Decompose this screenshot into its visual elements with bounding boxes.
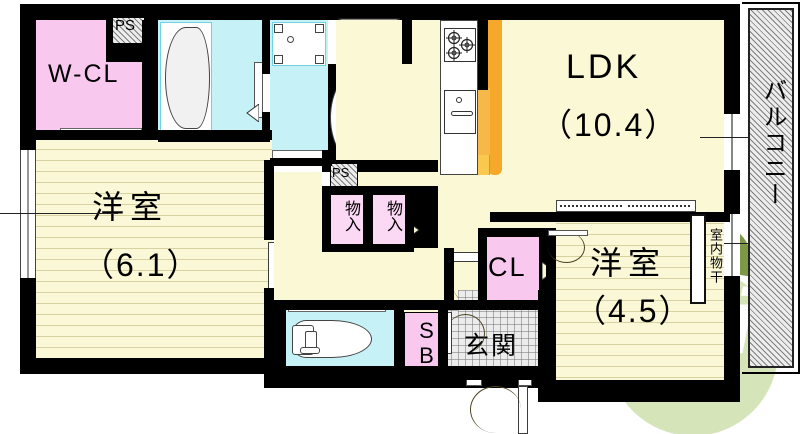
wall-exterior-bottom-right-r: [538, 380, 738, 394]
balcony: [748, 8, 794, 368]
wall-wcl-bottom: [36, 130, 64, 140]
wall-bedroom-top: [36, 130, 272, 140]
wall-toilet-left-r: [274, 306, 286, 372]
wall-toilet-right-r: [394, 310, 404, 372]
wall-bedroom-main-right-r: [264, 160, 274, 240]
bedroom2-sliding-door-track-b: [628, 205, 690, 207]
cl-door-arc: [548, 232, 585, 263]
bedroom2-balcony-door-mullion: [731, 212, 733, 278]
bedroom-main-size-label: （6.1）: [82, 247, 201, 283]
bedroom-main-window-leader: [0, 213, 118, 214]
kitchen-counter-orange-2: [478, 88, 490, 175]
wall-storage-block-r: [322, 186, 330, 248]
wall-hall-upper: [322, 150, 332, 164]
ldk-label: LDK: [566, 48, 642, 86]
balcony-leader-line-bottom: [700, 243, 748, 244]
bedroom-main-window-mullion: [27, 150, 29, 278]
walk-in-closet-label: W-CL: [48, 60, 120, 88]
wall-storage-block-bottom: [322, 244, 414, 252]
closet-cl-label: CL: [488, 252, 527, 282]
three-burner-stove-icon: [444, 28, 476, 62]
kitchen-wall: [478, 20, 488, 90]
front-door-arc: [470, 386, 521, 433]
indoor-laundry-label: 室内物干: [708, 228, 723, 284]
corridor-fill-1: [274, 250, 444, 300]
wall-exterior-bottom-left-r: [20, 358, 282, 374]
wall-cl-block-r: [478, 228, 486, 310]
wall-exterior-left-r2: [20, 278, 36, 374]
wall-entrance-left: [438, 300, 448, 374]
wall-bedroom2-left: [546, 228, 556, 388]
wall-cl-block-top: [478, 228, 548, 236]
cl-door-head: [548, 230, 588, 236]
wall-bedroom-main-right-b-r: [264, 288, 274, 374]
ldk-size-label: （10.4）: [540, 107, 679, 143]
bedroom2-sliding-door[interactable]: [556, 200, 696, 212]
wall-wcl-right-r: [142, 20, 158, 138]
bedroom2-sliding-door-track-a: [560, 205, 622, 207]
toilet-icon: [292, 320, 372, 358]
entrance-inner-door-arc: [446, 314, 485, 353]
walk-in-closet-notch: [36, 20, 111, 60]
bedroom-main: [36, 138, 272, 358]
wall-hall-bottom-r: [274, 300, 444, 310]
washing-machine-pan-icon: [272, 22, 326, 66]
bedroom-second-size-label: （4.5）: [574, 293, 693, 329]
balcony-outer-frame: [742, 2, 800, 374]
wall-exterior-right-r3: [724, 276, 740, 386]
wall-bedroom2-top: [490, 212, 730, 222]
wall-exterior-top-r: [20, 4, 740, 18]
wall-right-of-bathroom: [262, 20, 270, 74]
shoe-box-label: SB: [414, 318, 439, 368]
pipe-shaft-mid: [330, 163, 358, 189]
bedroom-main-label: 洋室: [92, 189, 169, 225]
wall-exterior-right-r: [724, 4, 740, 114]
balcony-label: バルコニー: [759, 78, 786, 208]
wall-exterior-bottom-mid-r: [264, 366, 554, 380]
wall-storage-block-r2: [364, 186, 372, 248]
wall-storage-block-r3: [406, 186, 414, 248]
storage-left-label: 物入: [342, 200, 359, 232]
pipe-shaft-mid-label: PS: [332, 165, 350, 180]
wall-cl-block-bottom: [478, 302, 548, 310]
ldk-balcony-door-mullion: [731, 112, 733, 172]
wall-washroom-bottom: [270, 158, 332, 166]
wall-entrance-right: [538, 290, 548, 388]
indoor-laundry-pole-icon: [690, 214, 706, 304]
wall-exterior-left-r: [20, 4, 36, 150]
wall-ldk-left: [402, 20, 412, 64]
wall-exterior-right-r2: [724, 170, 740, 214]
pipe-shaft-top: [112, 14, 145, 44]
wall-bathroom-bottom: [158, 132, 270, 142]
kitchen-sink-icon: [444, 90, 476, 134]
wall-hall-ldk: [444, 248, 454, 300]
pipe-shaft-top-label: PS: [115, 17, 136, 34]
bedroom-second-label: 洋室: [590, 245, 667, 281]
storage-right-label: 物入: [384, 200, 401, 232]
corridor-fill-2: [274, 172, 322, 252]
bathtub-icon: [165, 27, 210, 129]
bathroom-door-arrow-icon: [246, 104, 259, 122]
balcony-leader-line-top: [700, 137, 748, 138]
kitchen-counter-orange: [488, 20, 502, 175]
